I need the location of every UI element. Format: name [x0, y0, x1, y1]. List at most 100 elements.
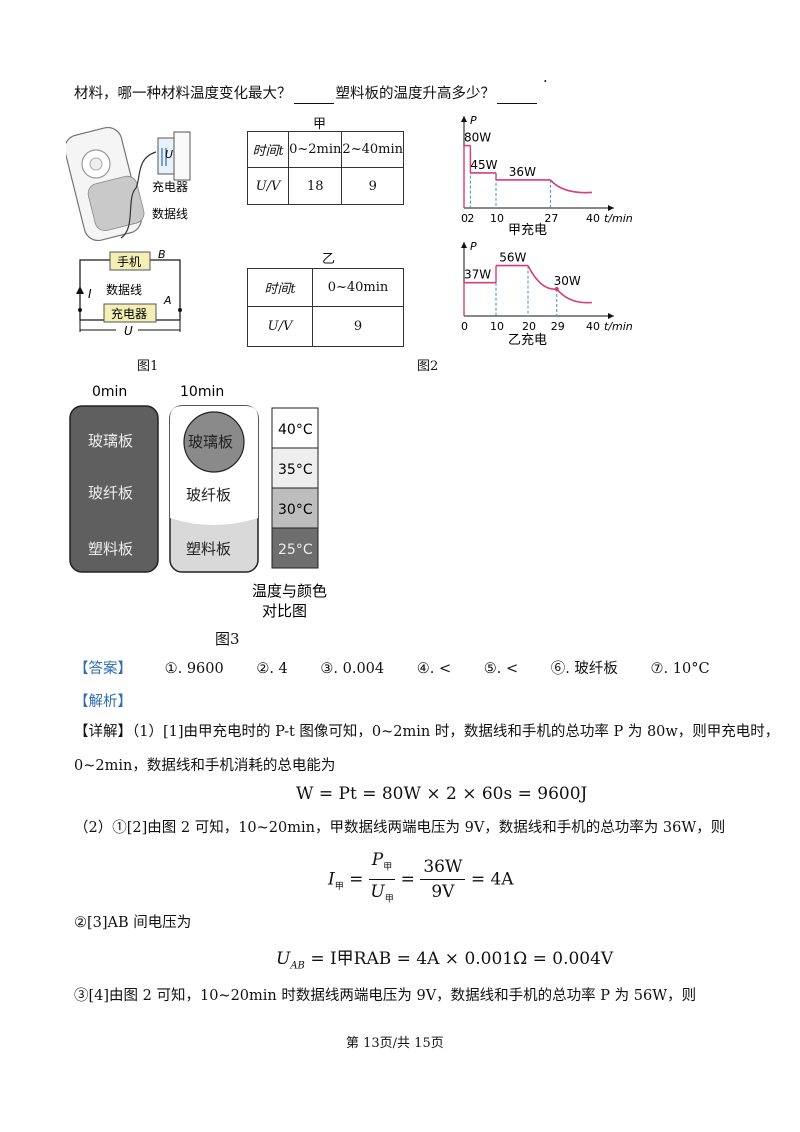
x-axis-label: t/min [604, 212, 633, 225]
cable-mid-label: 数据线 [106, 282, 142, 297]
answer-item: ⑦. 10°C [650, 661, 710, 677]
charger-box-label: 充电器 [111, 306, 147, 321]
table-yi-cell: 0~40min [312, 268, 404, 307]
table-yi-title: 乙 [322, 252, 336, 267]
cable-line [120, 151, 157, 239]
power-decay-curve [527, 265, 557, 290]
figure-3-caption: 图3 [215, 630, 240, 648]
chart-title: 乙充电 [508, 332, 547, 348]
x-tick-label: 0 [461, 212, 468, 225]
answer-item: ⑥. 玻纤板 [550, 661, 618, 677]
board-10min [169, 405, 259, 573]
table-jia-cell: 18 [288, 167, 343, 205]
phone-box-label: 手机 [117, 255, 141, 269]
equation-1: W = Pt = 80W × 2 × 60s = 9600J [296, 784, 588, 804]
x-tick-label: 40 [586, 212, 600, 225]
power-decay-curve [556, 288, 593, 304]
table-jia: 时间t 0~2min 2~40min U/V 18 9 [246, 131, 404, 205]
phone-illustration [66, 126, 145, 242]
power-label: 37W [464, 268, 491, 282]
detail-tag: 【详解】 [74, 724, 132, 740]
scale-caption-2: 对比图 [262, 602, 307, 618]
eq2-result: = 4A [470, 869, 514, 890]
question-line: 材料，哪一种材料温度变化最大？塑料板的温度升高多少？ [74, 84, 539, 104]
board-0min [69, 405, 159, 573]
y-axis-label: P [470, 240, 477, 253]
time-10min-label: 10min [180, 384, 224, 400]
figure-1-caption: 图1 [137, 359, 159, 374]
answer-item: ③. 0.004 [320, 661, 385, 677]
detail-line-5: ③[4]由图 2 可知，10~20min 时数据线两端电压为 9V，数据线和手机… [74, 988, 697, 1004]
plastic-label-10: 塑料板 [186, 540, 231, 558]
u-voltage-label: U [165, 148, 173, 161]
x-tick-label: 10 [490, 320, 504, 333]
power-label: 45W [470, 158, 497, 172]
eq3-rest: = I甲RAB = 4A × 0.001Ω = 0.004V [310, 949, 614, 969]
chart-title: 甲充电 [508, 222, 547, 238]
power-label: 56W [499, 251, 526, 265]
eq2-lhs: I [328, 869, 335, 890]
eq3-lhs: U [276, 949, 291, 969]
power-label: 36W [509, 165, 536, 179]
cable-label: 数据线 [152, 206, 188, 221]
answer-item: ①. 9600 [164, 661, 224, 677]
power-label: 30W [554, 274, 581, 288]
x-arrow [608, 313, 614, 319]
x-tick-label: 29 [551, 320, 565, 333]
plastic-label-0: 塑料板 [88, 540, 133, 558]
power-label: 80W [464, 131, 491, 145]
stray-dot: · [543, 74, 548, 90]
time-0min-label: 0min [92, 384, 127, 400]
current-i-label: I [88, 287, 92, 301]
x-tick-label: 27 [544, 212, 558, 225]
detail-line-3: （2）①[2]由图 2 可知，10~20min，甲数据线两端电压为 9V，数据线… [74, 820, 726, 836]
eq2-sub: 甲 [334, 881, 344, 892]
eq2-num2: 36W [420, 855, 466, 881]
figure-2-caption: 图2 [417, 359, 439, 374]
figure-3: 0min 10min 玻璃板 玻纤板 塑料板 玻璃板 玻纤板 塑料板 40°C … [69, 384, 327, 618]
scale-25: 25°C [278, 542, 313, 558]
table-yi-cell: U/V [247, 306, 313, 347]
table-jia-cell: 9 [341, 167, 404, 205]
eq2-num: P [371, 850, 384, 870]
x-tick-label: 2 [467, 212, 474, 225]
answer-item: ②. 4 [256, 661, 288, 677]
detail-line-1: 【详解】（1）[1]由甲充电时的 P-t 图像可知，0~2min 时，数据线和手… [74, 722, 779, 742]
scale-40: 40°C [278, 422, 313, 438]
scale-30: 30°C [278, 502, 313, 518]
x-tick-label: 20 [522, 320, 536, 333]
x-axis-label: t/min [604, 320, 633, 333]
y-axis-label: P [470, 114, 477, 127]
answer-item: ④. < [416, 661, 452, 677]
eq2-den: U [370, 882, 385, 903]
table-yi-cell: 9 [312, 306, 404, 347]
charger-illustration [157, 131, 191, 181]
glass-label-0: 玻璃板 [88, 432, 133, 450]
scale-35: 35°C [278, 462, 313, 478]
temperature-scale [271, 407, 319, 569]
question-text-a: 材料，哪一种材料温度变化最大？ [74, 86, 292, 102]
power-decay-curve [549, 179, 593, 194]
table-jia-cell: U/V [246, 167, 290, 205]
node-a-label: A [163, 294, 172, 307]
equation-3: UAB = I甲RAB = 4A × 0.001Ω = 0.004V [276, 949, 614, 972]
answer-line: 【答案】 ①. 9600 ②. 4 ③. 0.004 ④. < ⑤. < ⑥. … [74, 659, 710, 679]
x-tick-label: 10 [490, 212, 504, 225]
answer-tag: 【答案】 [74, 661, 132, 677]
x-arrow [608, 205, 614, 211]
node-b-label: B [158, 248, 166, 261]
page-footer: 第 13页/共 15页 [346, 1036, 444, 1051]
x-tick-label: 40 [586, 320, 600, 333]
detail-line-2: 0~2min，数据线和手机消耗的总电能为 [74, 758, 336, 774]
answer-item: ⑤. < [483, 661, 519, 677]
u-bottom-label: U [124, 324, 133, 338]
y-arrow [461, 242, 467, 248]
fiber-label-10: 玻纤板 [186, 486, 231, 504]
table-yi: 时间t 0~40min U/V 9 [247, 268, 404, 347]
analysis-tag: 【解析】 [74, 694, 132, 710]
